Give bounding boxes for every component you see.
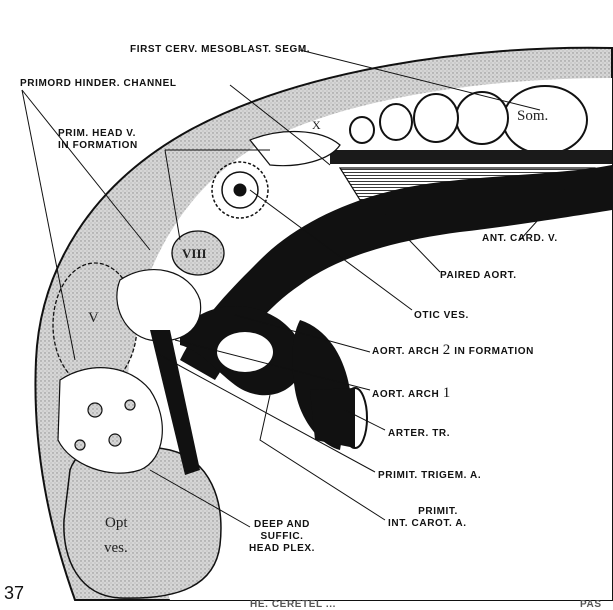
figure-number: 37 <box>4 583 24 604</box>
optic-label-line1: Opt <box>105 515 128 532</box>
label-aort-arch-2-number: 2 <box>443 342 451 358</box>
label-first-cerv-mesoblast-segm: FIRST CERV. MESOBLAST. SEGM. <box>130 44 310 55</box>
label-prim-head-v-line2: IN FORMATION <box>58 140 138 151</box>
label-otic-ves: OTIC VES. <box>414 310 469 321</box>
viii-ganglion-label: VIII <box>182 246 207 262</box>
v-ganglion-label: V <box>88 310 99 327</box>
label-aort-arch-2: AORT. ARCH 2 IN FORMATION <box>372 345 534 357</box>
optic-label-line2: ves. <box>104 540 128 557</box>
x-nerve-label: X <box>312 118 321 133</box>
somite-label: Som. <box>517 108 548 125</box>
label-aort-arch-2-prefix: AORT. ARCH <box>372 346 439 357</box>
label-paired-aort: PAIRED AORT. <box>440 270 517 281</box>
label-deep-suffic-line2: SUFFIC. <box>232 531 332 542</box>
label-arter-tr: ARTER. TR. <box>388 428 450 439</box>
footer-fragment-left: HE. CERETEL ... <box>250 599 336 610</box>
label-aort-arch-2-suffix: IN FORMATION <box>454 346 534 357</box>
label-primit-trigem-a: PRIMIT. TRIGEM. A. <box>378 470 481 481</box>
footer-fragment-right: PAS <box>580 599 602 610</box>
label-deep-suffic-line1: DEEP AND <box>232 519 332 530</box>
label-aort-arch-1: AORT. ARCH 1 <box>372 388 451 400</box>
arterial-trunk-body <box>310 388 355 448</box>
aortic-arch-lumen <box>217 332 273 372</box>
label-primit-int-carot-line1: PRIMIT. <box>388 506 488 517</box>
label-aort-arch-1-prefix: AORT. ARCH <box>372 389 439 400</box>
label-prim-head-v-line1: PRIM. HEAD V. <box>58 128 136 139</box>
label-ant-card-v: ANT. CARD. V. <box>482 233 558 244</box>
somite-base <box>330 150 612 164</box>
label-primit-int-carot-line2: INT. CAROT. A. <box>388 518 467 529</box>
label-primord-hinder-channel: PRIMORD HINDER. CHANNEL <box>20 78 177 89</box>
label-aort-arch-1-number: 1 <box>443 385 451 401</box>
label-deep-suffic-line3: HEAD PLEX. <box>232 543 332 554</box>
